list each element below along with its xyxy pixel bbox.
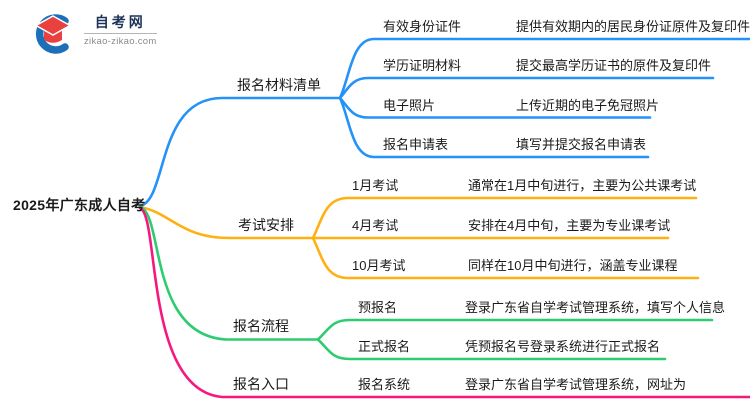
- branch4-label: 报名入口: [233, 376, 289, 392]
- branch3-trunk-line: [138, 205, 320, 341]
- branch1-child2-detail: 提交最高学历证书的原件及复印件: [516, 58, 712, 73]
- branch3-child1-detail: 登录广东省自学考试管理系统，填写个人信息: [465, 300, 726, 315]
- logo-text: 自考网 zikao-zikao.com: [84, 12, 157, 47]
- branch2-child1-detail: 通常在1月中旬进行，主要为公共课考试: [468, 178, 697, 193]
- logo-site-url: zikao-zikao.com: [84, 33, 157, 47]
- branch2-row3-line: [311, 236, 700, 280]
- branch3-lines: [138, 205, 714, 361]
- logo-site-name: 自考网: [94, 14, 146, 30]
- root-node-title: 2025年广东成人自考: [13, 197, 146, 213]
- branch1-row2-line: [338, 76, 715, 100]
- branch3-child2-detail: 凭预报名号登录系统进行正式报名: [465, 339, 661, 354]
- branch3-label: 报名流程: [233, 318, 289, 334]
- branch2-child2-label: 4月考试: [352, 218, 399, 233]
- branch2-trunk-line: [138, 205, 315, 240]
- branch2-child3-detail: 同样在10月中旬进行，涵盖专业课程: [468, 258, 678, 273]
- branch1-lines: [138, 37, 750, 208]
- branch3-child1-label: 预报名: [358, 300, 398, 315]
- graduation-cap-icon: [34, 14, 72, 54]
- branch2-lines: [138, 196, 700, 280]
- branch4-child1-detail: 登录广东省自学考试管理系统，网址为: [465, 377, 687, 392]
- branch4-child1-label: 报名系统: [358, 377, 411, 392]
- branch2-child2-detail: 安排在4月中旬，主要为专业课考试: [468, 218, 671, 233]
- branch1-child3-label: 电子照片: [383, 98, 436, 113]
- branch1-child3-detail: 上传近期的电子免冠照片: [516, 98, 660, 113]
- branch1-child2-label: 学历证明材料: [383, 58, 462, 73]
- site-logo: 自考网 zikao-zikao.com: [30, 12, 157, 54]
- branch3-row1-line: [316, 318, 714, 341]
- branch3-row2-line: [316, 338, 667, 361]
- branch1-child4-detail: 填写并提交报名申请表: [516, 137, 647, 152]
- branch2-row1-line: [311, 196, 698, 240]
- branch1-child1-label: 有效身份证件: [383, 19, 462, 34]
- branch1-row4-line: [338, 96, 650, 159]
- branch4-lines: [138, 206, 750, 399]
- branch1-child4-label: 报名申请表: [383, 137, 449, 152]
- branch1-trunk-line: [138, 96, 342, 208]
- branch1-label: 报名材料清单: [237, 77, 321, 93]
- branch2-label: 考试安排: [238, 217, 294, 233]
- branch2-child3-label: 10月考试: [352, 258, 406, 273]
- branch3-child2-label: 正式报名: [358, 339, 411, 354]
- branch2-child1-label: 1月考试: [352, 178, 399, 193]
- branch1-child1-detail: 提供有效期内的居民身份证原件及复印件: [516, 19, 750, 34]
- branch1-row1-line: [338, 37, 750, 100]
- branch4-trunk-line: [138, 206, 750, 399]
